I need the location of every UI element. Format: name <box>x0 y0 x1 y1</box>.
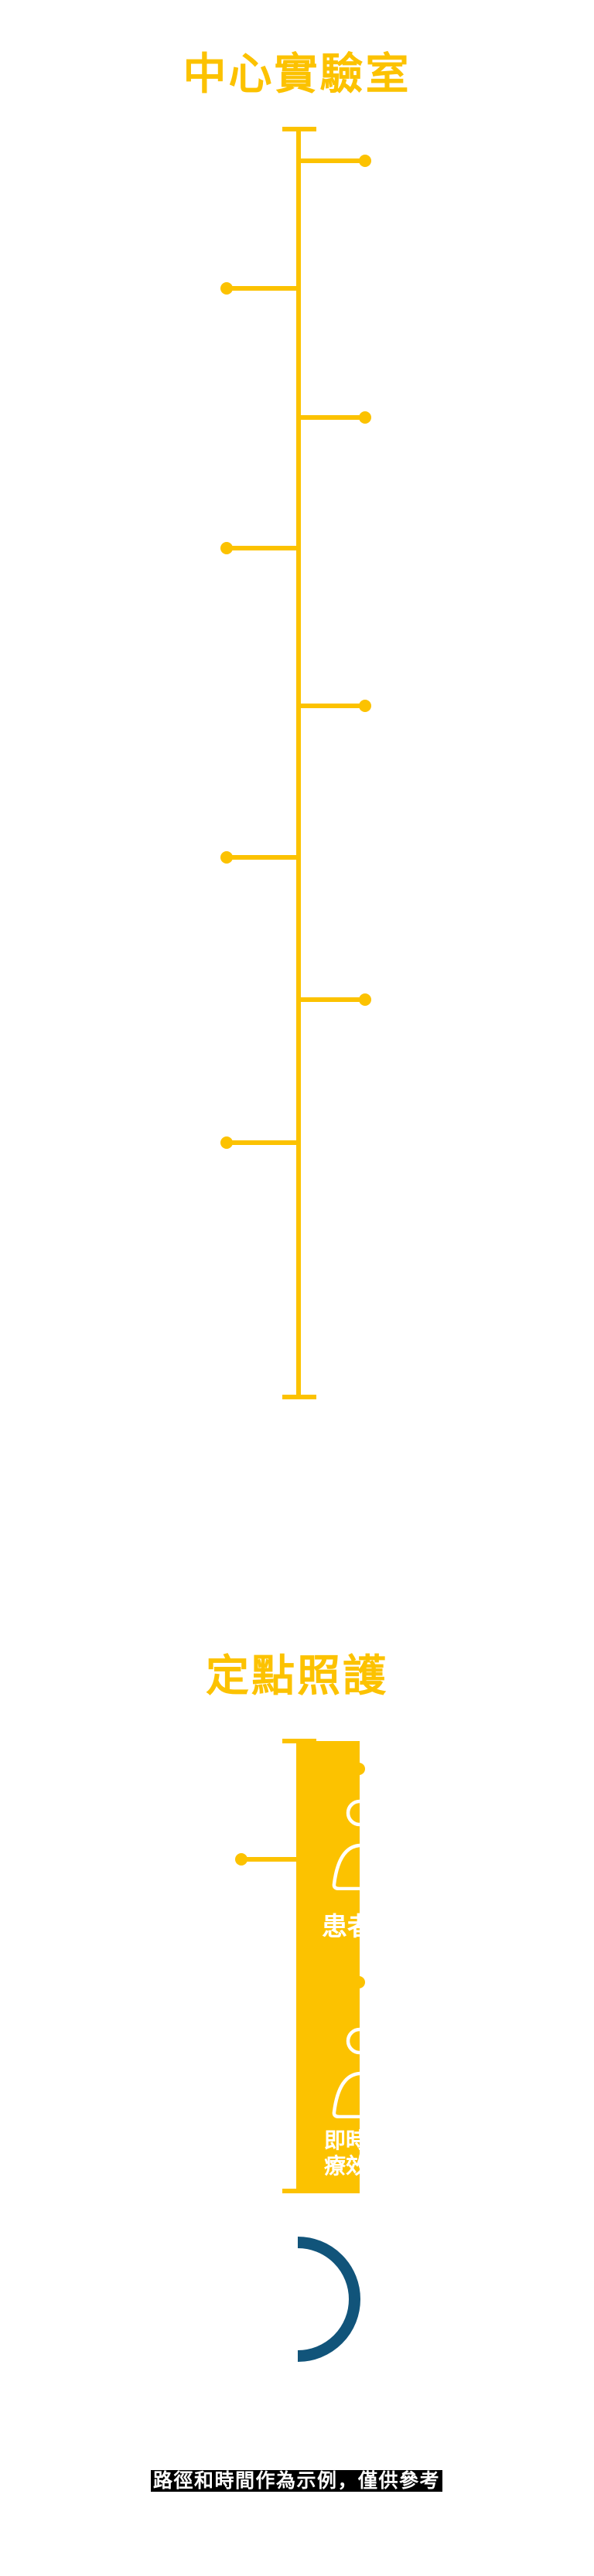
poc-panel: 患者 即時 療效 <box>296 1741 360 2193</box>
branch-dot <box>220 851 233 864</box>
branch-dot <box>220 542 233 554</box>
timeline-branch-left <box>227 1140 301 1145</box>
half-ring-arc-stroke <box>298 2237 360 2362</box>
poc-panel-label-patient: 患者 <box>322 1911 360 1941</box>
timeline-branch-left <box>227 286 301 291</box>
timeline-branch-left <box>227 546 301 550</box>
poc-panel-label-result-line2: 療效 <box>324 2153 360 2179</box>
central-lab-title: 中心實驗室 <box>183 49 411 100</box>
timeline-branch-right <box>296 158 365 163</box>
disclaimer-bar: 路徑和時間作為示例，僅供參考 <box>151 2470 443 2492</box>
timeline-branch-left <box>241 1857 301 1862</box>
timeline-axis-line <box>296 128 301 1399</box>
branch-dot <box>359 155 371 167</box>
branch-dot <box>359 411 371 424</box>
timeline-branch-left <box>227 855 301 860</box>
patient-person-icon <box>332 1799 360 1890</box>
branch-dot <box>359 700 371 712</box>
branch-dot <box>359 993 371 1006</box>
poc-title: 定點照護 <box>206 1651 388 1702</box>
half-ring-arc <box>298 2237 361 2362</box>
timeline-bottom-cap <box>282 1395 316 1399</box>
timeline-top-cap <box>282 127 316 131</box>
branch-dot <box>235 1853 248 1866</box>
poc-panel-label-result-line1: 即時 <box>324 2128 360 2153</box>
caregiver-person-icon <box>332 2027 360 2118</box>
branch-dot <box>220 282 233 295</box>
branch-dot <box>220 1136 233 1149</box>
timeline-branch-right <box>296 997 365 1002</box>
timeline-branch-right <box>296 704 365 708</box>
timeline-branch-right <box>296 415 365 420</box>
poc-panel-label-result: 即時 療效 <box>324 2128 360 2179</box>
